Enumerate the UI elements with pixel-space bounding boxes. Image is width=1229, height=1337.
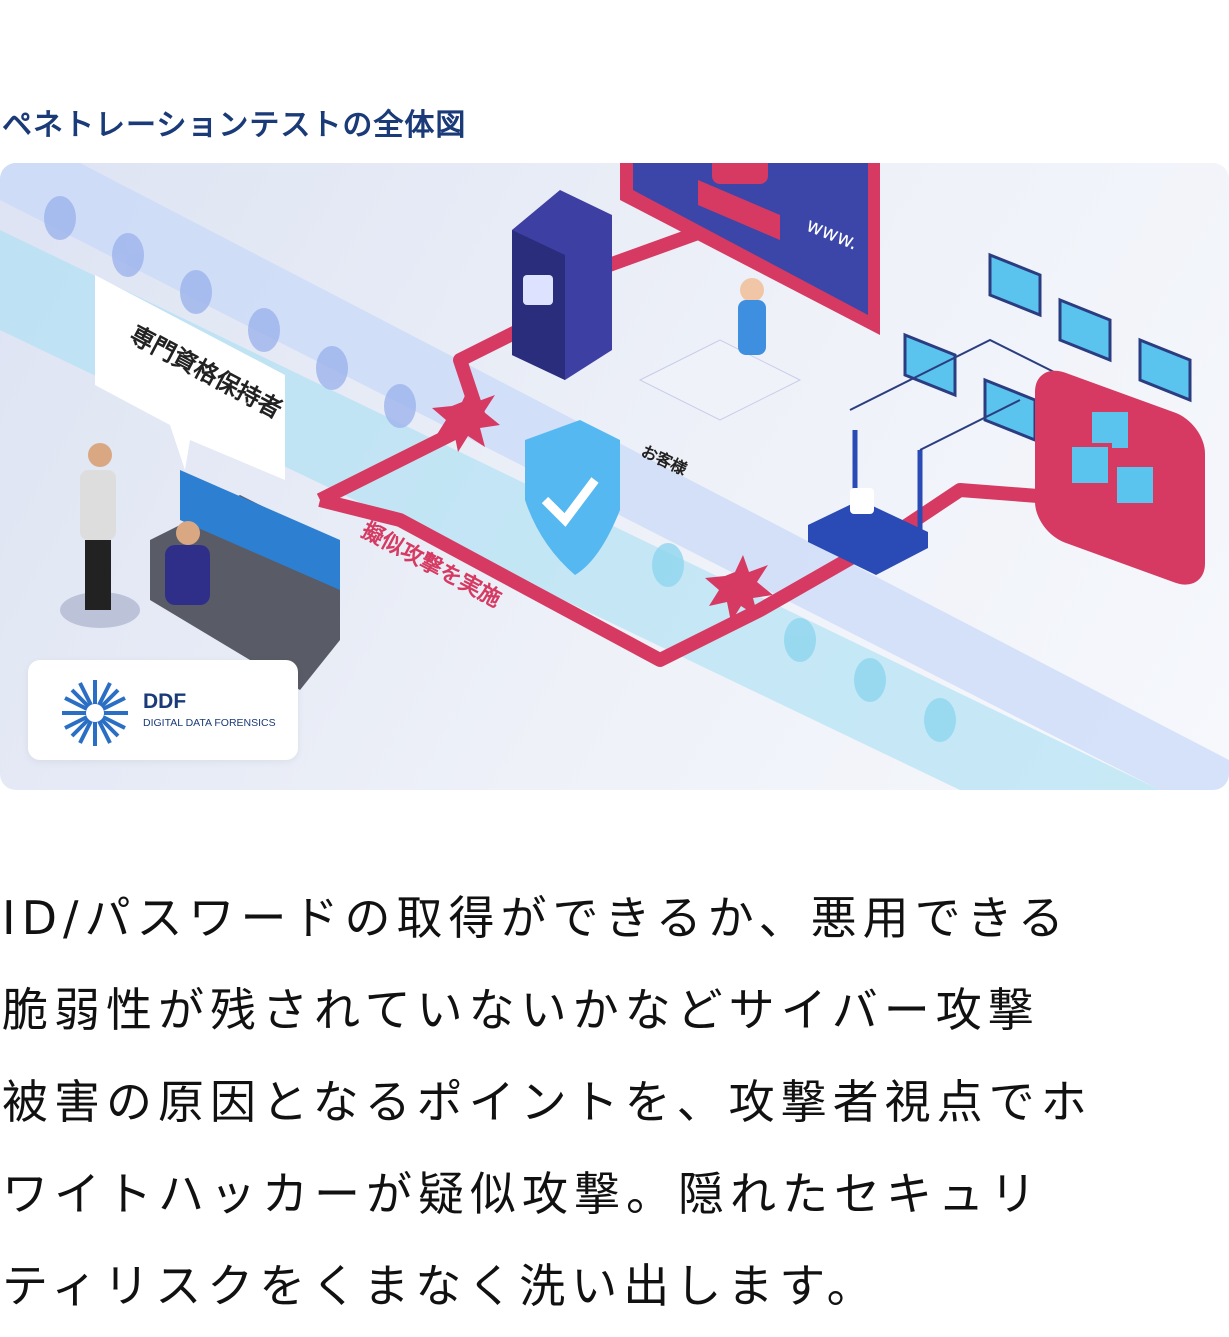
customer-desk: お客様 bbox=[638, 278, 802, 479]
description: ID/パスワードの取得ができるか、悪用できる 脆弱性が残されていないかなどサイバ… bbox=[2, 872, 1093, 1332]
description-line: ID/パスワードの取得ができるか、悪用できる bbox=[2, 891, 1070, 945]
logo-subtitle: DIGITAL DATA FORENSICS bbox=[143, 717, 276, 729]
shield-check-icon bbox=[525, 420, 620, 575]
illustration-svg: www. お客様 bbox=[0, 163, 1229, 790]
penetration-test-illustration: www. お客様 bbox=[0, 163, 1229, 790]
description-line: ティリスクをくまなく洗い出します。 bbox=[2, 1259, 879, 1313]
server-lock-icon bbox=[512, 190, 612, 380]
logo-name: DDF bbox=[143, 690, 187, 713]
router-lock-icon bbox=[808, 430, 928, 575]
band-dots bbox=[44, 196, 956, 742]
website-login-monitor: www. bbox=[620, 163, 880, 335]
attack-path-lower bbox=[318, 483, 1091, 667]
compromised-devices bbox=[1035, 370, 1205, 585]
description-line: ワイトハッカーが疑似攻撃。隠れたセキュリ bbox=[2, 1167, 1042, 1221]
attack-burst-icon bbox=[705, 555, 773, 622]
page-title: ペネトレーションテストの全体図 bbox=[2, 108, 467, 143]
ddf-logo-mark-icon bbox=[62, 680, 128, 746]
security-operations-desk bbox=[60, 443, 340, 690]
ddf-logo: DDF DIGITAL DATA FORENSICS bbox=[28, 660, 298, 760]
description-line: 脆弱性が残されていないかなどサイバー攻撃 bbox=[2, 983, 1040, 1037]
description-line: 被害の原因となるポイントを、攻撃者視点でホ bbox=[2, 1075, 1093, 1129]
network-lines bbox=[849, 338, 1071, 451]
attack-burst-icon bbox=[432, 385, 500, 452]
